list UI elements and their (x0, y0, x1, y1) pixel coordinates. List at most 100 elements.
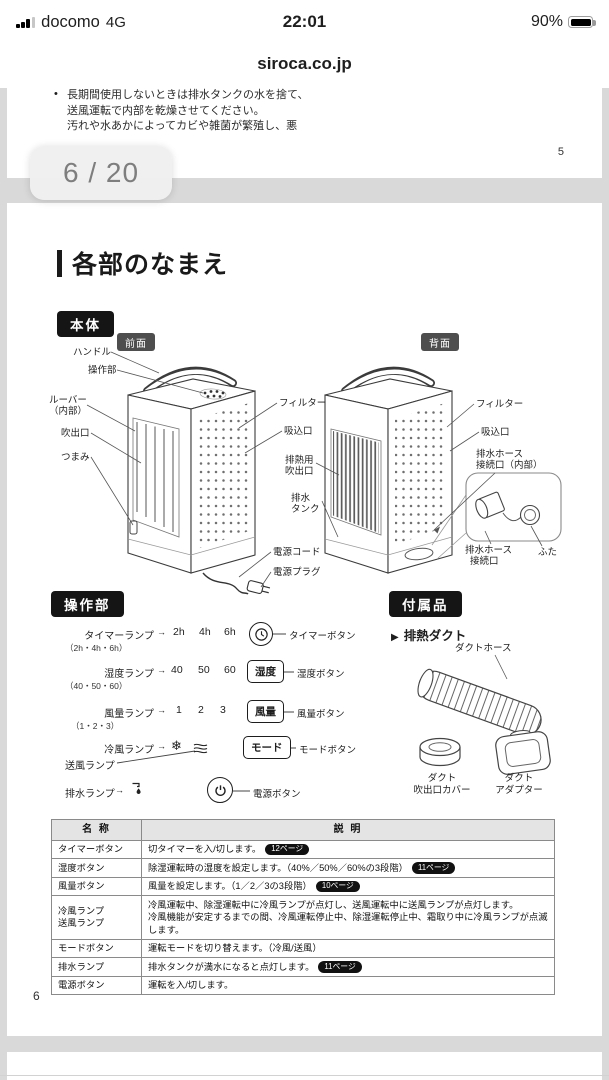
clock-icon (254, 627, 268, 641)
page5-line: 送風運転で内部を乾燥させてください。 (67, 104, 265, 117)
callout-intake-back: 吸込口 (481, 427, 510, 438)
device-diagram-art (86, 351, 562, 595)
leader-lines (86, 351, 543, 588)
pdf-scroll-area[interactable]: • 長期間使用しないときは排水タンクの水を捨て、 送風運転で内部を乾燥させてくだ… (0, 88, 609, 1080)
section-badge-accessories: 付属品 (389, 591, 462, 617)
cell-desc: 排水タンクが満水になると点灯します。11ページ (141, 957, 555, 977)
arrow-icon: → (157, 741, 166, 751)
desc-text: 風量を設定します。（1／2／3の3段階） (148, 881, 312, 892)
airflow-value-3: 3 (220, 704, 226, 716)
timer-value-6h: 6h (224, 626, 236, 638)
callout-filter-front: フィルター (279, 398, 327, 409)
page-title: 各部のなまえ (57, 245, 228, 281)
mode-button-illustration: モード (243, 736, 291, 759)
duct-parts-art (417, 654, 551, 775)
table-header-desc: 説 明 (141, 819, 555, 841)
callout-exhaust-outlet-2: 吹出口 (285, 466, 314, 477)
duct-hose-label: ダクトホース (455, 643, 512, 654)
table-row: 排水ランプ 排水タンクが満水になると点灯します。11ページ (51, 957, 555, 977)
duct-cover-art (419, 737, 461, 767)
page-ref-badge: 11ページ (411, 862, 456, 874)
timer-value-2h: 2h (173, 626, 185, 638)
airflow-button-illustration: 風量 (247, 700, 284, 723)
carrier-label: docomo (41, 12, 100, 31)
fan-air-icon (193, 743, 208, 754)
callout-hose-port: 排水ホース (465, 545, 513, 556)
timer-button-illustration (249, 622, 273, 646)
callout-power-cord: 電源コード (273, 547, 321, 558)
arrow-icon: → (157, 705, 166, 715)
desc-text: 排水タンクが満水になると点灯します。 (148, 961, 315, 972)
table-row: 湿度ボタン 除湿運転時の湿度を設定します。（40%／50%／60%の3段階）11… (51, 858, 555, 878)
callout-power-plug: 電源プラグ (273, 567, 321, 578)
triangle-marker-icon: ▶ (391, 632, 399, 643)
desc-text: 冷風運転中、除湿運転中に冷風ランプが点灯し、送風運転中に送風ランプが点灯します。 (148, 899, 519, 910)
arrow-icon: → (115, 785, 124, 795)
table-row: 冷風ランプ送風ランプ 冷風運転中、除湿運転中に冷風ランプが点灯し、送風運転中に送… (51, 895, 555, 940)
callout-drain-tank: 排水 (291, 493, 311, 504)
power-button-illustration (207, 777, 233, 803)
accessories-heading: ▶ 排熱ダクト (391, 625, 466, 644)
view-badge-back: 背面 (421, 333, 459, 351)
status-bar: docomo 4G 22:01 90% (0, 0, 609, 44)
timer-button-label: タイマーボタン (289, 631, 356, 642)
page5-line: 汚れや水あかによってカビや雑菌が繁殖し、悪 (67, 120, 298, 132)
cell-name: タイマーボタン (51, 839, 142, 860)
page5-line: 長期間使用しないときは排水タンクの水を捨て、 (67, 89, 309, 101)
page-indicator-pill: 6 / 20 (30, 146, 172, 200)
table-row: 風量ボタン 風量を設定します。（1／2／3の3段階）10ページ (51, 876, 555, 897)
desc-text: 運転モードを切り替えます。（冷風/送風） (148, 943, 322, 954)
back-unit-illustration (324, 366, 453, 574)
callout-hose-port-2: 接続口 (470, 556, 499, 567)
battery-percent-label: 90% (530, 13, 563, 30)
page-ref-badge: 10ページ (315, 880, 360, 893)
cell-name: 冷風ランプ送風ランプ (51, 895, 142, 940)
drain-water-icon (132, 782, 141, 794)
site-title[interactable]: siroca.co.jp (0, 54, 609, 88)
callout-filter-back: フィルター (476, 399, 524, 410)
duct-adapter-label-2: アダプター (495, 784, 543, 796)
device-diagram: 前面 背面 ハンドル 操作部 ルーバー （内部） 吹出口 つまみ フィルター 吸… (33, 333, 595, 595)
humidity-value-40: 40 (171, 664, 183, 676)
exhaust-duct-illustration (395, 641, 600, 783)
callout-louver: ルーバー (49, 395, 87, 406)
mode-button-label: モードボタン (299, 745, 357, 756)
arrow-icon: → (157, 627, 166, 637)
snowflake-icon: ❄ (171, 738, 182, 753)
bullet-icon: • (54, 88, 58, 100)
page-divider-line (0, 1075, 609, 1076)
accessories-heading-text: 排熱ダクト (403, 629, 467, 643)
section-badge-controls: 操作部 (51, 591, 124, 617)
callout-louver-note: （内部） (49, 406, 88, 417)
timer-lamp-label: タイマーランプ (84, 631, 154, 642)
cell-desc: 除湿運転時の湿度を設定します。（40%／50%／60%の3段階）11ページ (141, 858, 555, 878)
table-row: タイマーボタン 切タイマーを入/切します。12ページ (51, 839, 555, 860)
desc-text: 除湿運転時の湿度を設定します。（40%／50%／60%の3段階） (148, 862, 408, 873)
desc-text: 切タイマーを入/切します。 (148, 844, 262, 854)
callout-outlet: 吹出口 (61, 428, 90, 439)
desc-text: 冷風機能が安定するまでの間、冷風運転停止中、除湿運転停止中、霜取り中に冷風ランプ… (148, 912, 548, 935)
power-plug-illustration (246, 580, 271, 594)
page-ref-badge: 11ページ (318, 961, 362, 973)
drain-lamp-label: 排水ランプ (65, 789, 115, 800)
humidity-button-label: 湿度ボタン (297, 669, 345, 680)
cell-desc: 冷風運転中、除湿運転中に冷風ランプが点灯し、送風運転中に送風ランプが点灯します。… (141, 895, 555, 940)
page-ref-badge: 12ページ (265, 843, 310, 855)
table-row: モードボタン 運転モードを切り替えます。（冷風/送風） (51, 938, 555, 959)
arrow-icon: → (157, 665, 166, 675)
name-text: 送風ランプ (58, 918, 105, 929)
name-text: 冷風ランプ (58, 905, 105, 916)
callout-exhaust-outlet: 排熱用 (285, 455, 314, 466)
cool-lamp-label: 冷風ランプ (104, 745, 154, 756)
duct-hose-art (417, 668, 542, 736)
airflow-lamp-sub: （1・2・3） (71, 721, 120, 731)
title-bar-decoration (57, 249, 62, 277)
view-badge-front: 前面 (117, 333, 155, 351)
table-row: 電源ボタン 運転を入/切します。 (51, 975, 555, 996)
airflow-value-1: 1 (176, 704, 182, 716)
cell-name: モードボタン (51, 938, 142, 959)
fan-lamp-label: 送風ランプ (65, 761, 115, 772)
control-panel-diagram: タイマーランプ → （2h・4h・6h） 2h 4h 6h タイマーボタン 湿度… (57, 619, 402, 814)
control-connector-lines (116, 633, 296, 792)
network-type-label: 4G (105, 13, 126, 31)
